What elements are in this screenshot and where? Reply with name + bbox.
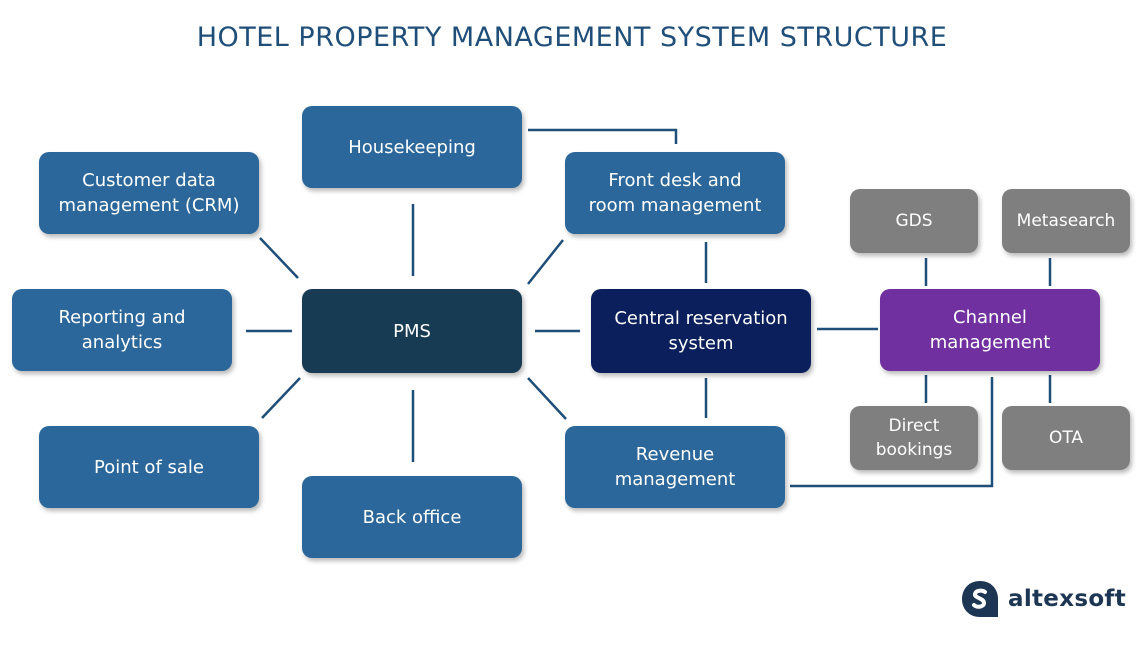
node-pms: PMS: [302, 289, 522, 373]
node-housekeeping-label: Housekeeping: [348, 136, 476, 158]
node-ota: OTA: [1002, 406, 1130, 470]
connector-housekeeping-frontdesk: [528, 128, 678, 144]
node-channel-management: Channel management: [880, 289, 1100, 371]
node-backoffice: Back office: [302, 476, 522, 558]
logo-text: altexsoft: [1008, 586, 1127, 612]
node-frontdesk-label: Front desk and room management: [588, 170, 762, 216]
connector-pms-frontdesk: [527, 239, 564, 285]
node-channel-label: Channel management: [929, 307, 1051, 353]
node-revenue: Revenue management: [565, 426, 785, 508]
node-ota-label: OTA: [1048, 427, 1084, 448]
node-pms-label: PMS: [393, 320, 431, 342]
node-reporting-label: Reporting and analytics: [58, 307, 186, 353]
node-crm-label: Customer data management (CRM): [58, 170, 240, 216]
connector-pms-pos: [261, 377, 301, 419]
node-gds-label: GDS: [895, 210, 933, 231]
node-metasearch-label: Metasearch: [1016, 210, 1116, 231]
node-pos-label: Point of sale: [94, 456, 204, 478]
node-crm: Customer data management (CRM): [39, 152, 259, 234]
altexsoft-logo-icon: [962, 581, 998, 617]
node-housekeeping: Housekeeping: [302, 106, 522, 188]
node-crs-label: Central reservation system: [614, 308, 788, 354]
diagram-title: HOTEL PROPERTY MANAGEMENT SYSTEM STRUCTU…: [196, 22, 948, 53]
node-backoffice-label: Back office: [362, 506, 462, 528]
connector-pms-crm: [259, 237, 299, 279]
connector-revenue-channel: [790, 377, 994, 488]
node-frontdesk: Front desk and room management: [565, 152, 785, 234]
node-metasearch: Metasearch: [1002, 189, 1130, 253]
node-revenue-label: Revenue management: [614, 444, 736, 490]
node-direct-bookings: Direct bookings: [850, 406, 978, 470]
node-direct-label: Direct bookings: [875, 416, 953, 460]
node-gds: GDS: [850, 189, 978, 253]
altexsoft-logo: altexsoft: [960, 577, 1126, 621]
node-pos: Point of sale: [39, 426, 259, 508]
connector-pms-revenue: [527, 377, 567, 420]
node-reporting: Reporting and analytics: [12, 289, 232, 371]
node-crs: Central reservation system: [591, 289, 811, 373]
